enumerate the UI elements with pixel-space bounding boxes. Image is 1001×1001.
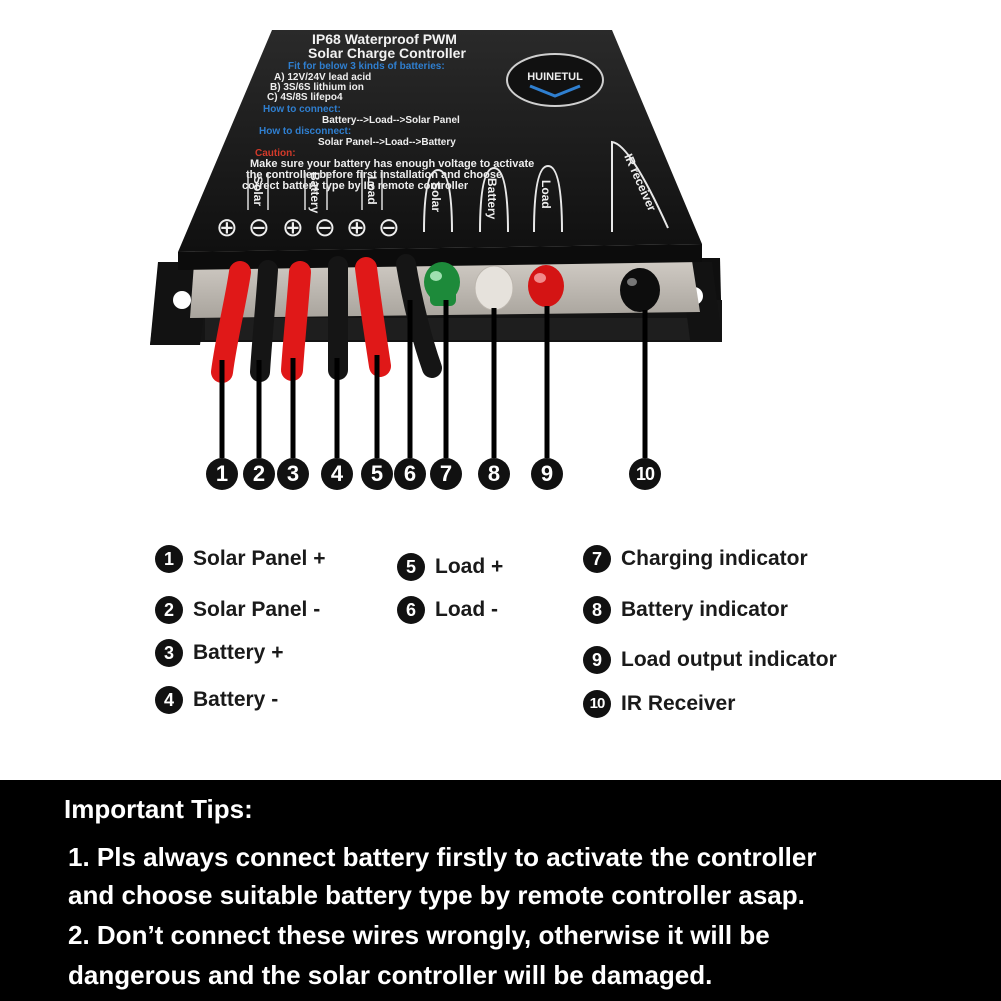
led-label-dome-load — [533, 164, 563, 233]
ir-receiver — [620, 268, 660, 312]
callout-badge-3: 3 — [277, 458, 309, 490]
fit-a: A) 12V/24V lead acid — [274, 72, 371, 83]
legend-badge: 7 — [583, 545, 611, 573]
wire-solar-minus — [250, 260, 278, 382]
callout-badge-6: 6 — [394, 458, 426, 490]
legend-label: Load + — [435, 555, 504, 578]
legend-badge: 9 — [583, 646, 611, 674]
mount-hole-left — [173, 291, 191, 309]
connect-title: How to connect: — [263, 104, 341, 115]
legend-label: IR Receiver — [621, 692, 736, 715]
legend-badge: 8 — [583, 596, 611, 624]
legend-badge: 4 — [155, 686, 183, 714]
legend-item-3: 3 Battery + — [155, 639, 283, 667]
callout-badge-10: 10 — [629, 458, 661, 490]
legend-badge: 1 — [155, 545, 183, 573]
important-tips-panel: Important Tips: 1. Pls always connect ba… — [0, 780, 1001, 1001]
tips-title: Important Tips: — [64, 794, 253, 824]
header-line-1: IP68 Waterproof PWM — [312, 31, 457, 47]
header-line-2: Solar Charge Controller — [308, 45, 466, 61]
legend-item-6: 6 Load - — [397, 596, 498, 624]
symbol-battery-minus: ⊖ — [314, 213, 336, 243]
leds — [424, 262, 660, 312]
legend-item-5: 5 Load + — [397, 553, 503, 581]
disconnect-text: Solar Panel-->Load-->Battery — [318, 137, 456, 148]
legend-label: Battery + — [193, 641, 284, 664]
tip-line-4: dangerous and the solar controller will … — [68, 960, 713, 990]
tip-line-2: and choose suitable battery type by remo… — [68, 880, 805, 910]
symbol-load-minus: ⊖ — [378, 213, 400, 243]
legend-item-8: 8 Battery indicator — [583, 596, 788, 624]
legend-badge: 10 — [583, 690, 611, 718]
symbol-load-plus: ⊕ — [346, 213, 368, 243]
callout-badge-5: 5 — [361, 458, 393, 490]
legend-label: Charging indicator — [621, 547, 808, 570]
solar-charge-controller-illustration: IP68 Waterproof PWM Solar Charge Control… — [150, 30, 722, 458]
legend-label: Solar Panel - — [193, 598, 321, 621]
disconnect-title: How to disconnect: — [259, 126, 351, 137]
symbol-solar-minus: ⊖ — [248, 213, 270, 243]
terminal-label-load: Load — [365, 176, 379, 205]
callout-badge-7: 7 — [430, 458, 462, 490]
led-green — [424, 262, 460, 302]
legend-label: Load output indicator — [621, 648, 837, 671]
callout-badge-2: 2 — [243, 458, 275, 490]
led-label-battery: Battery — [485, 178, 499, 220]
tip-line-1: 1. Pls always connect battery firstly to… — [68, 842, 817, 872]
legend-item-4: 4 Battery - — [155, 686, 278, 714]
caution-line-2: the controller before first installation… — [246, 169, 502, 181]
led-red — [528, 265, 564, 307]
legend-badge: 5 — [397, 553, 425, 581]
ir-label-dome — [611, 140, 669, 232]
fit-title: Fit for below 3 kinds of batteries: — [288, 61, 445, 72]
wire-load-plus — [355, 257, 391, 377]
callout-badge-9: 9 — [531, 458, 563, 490]
legend-badge: 2 — [155, 596, 183, 624]
legend-item-10: 10 IR Receiver — [583, 690, 735, 718]
legend-item-7: 7 Charging indicator — [583, 545, 808, 573]
led-label-load: Load — [539, 180, 553, 209]
callout-badge-4: 4 — [321, 458, 353, 490]
terminal-label-solar: Solar — [251, 176, 265, 206]
legend-badge: 6 — [397, 596, 425, 624]
fit-b: B) 3S/6S lithium ion — [270, 82, 364, 93]
svg-text:HUINETUL: HUINETUL — [527, 71, 583, 83]
legend-item-2: 2 Solar Panel - — [155, 596, 320, 624]
callout-lines — [219, 300, 648, 458]
callout-badge-8: 8 — [478, 458, 510, 490]
legend-badge: 3 — [155, 639, 183, 667]
led-label-dome-solar — [423, 168, 453, 233]
caution-line-1: Make sure your battery has enough voltag… — [250, 158, 534, 170]
legend-item-1: 1 Solar Panel + — [155, 545, 325, 573]
callout-badge-1: 1 — [206, 458, 238, 490]
legend-label: Solar Panel + — [193, 547, 326, 570]
terminal-label-battery: Battery — [308, 172, 322, 214]
led-white — [474, 265, 514, 311]
led-label-dome-battery — [479, 166, 509, 233]
tip-line-3: 2. Don’t connect these wires wrongly, ot… — [68, 920, 770, 950]
connect-text: Battery-->Load-->Solar Panel — [322, 115, 460, 126]
legend-label: Battery - — [193, 688, 279, 711]
wire-load-minus — [396, 254, 442, 378]
symbol-solar-plus: ⊕ — [216, 213, 238, 243]
brand-logo: HUINETUL — [506, 53, 604, 107]
symbol-battery-plus: ⊕ — [282, 213, 304, 243]
legend-item-9: 9 Load output indicator — [583, 646, 837, 674]
caution-title: Caution: — [255, 148, 296, 159]
legend-label: Load - — [435, 598, 498, 621]
caution-line-3: correct battery type by IR remote contro… — [242, 180, 469, 192]
wire-battery-plus — [281, 261, 311, 381]
led-label-solar: Solar — [429, 182, 443, 212]
legend-label: Battery indicator — [621, 598, 788, 621]
fit-c: C) 4S/8S lifepo4 — [267, 92, 343, 103]
